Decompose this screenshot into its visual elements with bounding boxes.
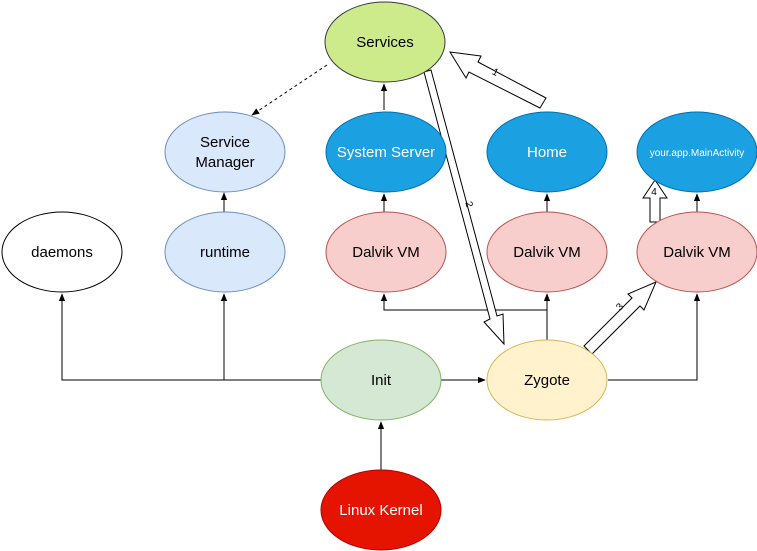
node-init: [320, 339, 442, 421]
node-service-manager: [164, 111, 286, 193]
label-dalvik-vm-3: Dalvik VM: [663, 244, 731, 261]
node-main-activity: [636, 111, 757, 193]
label-dalvik-vm-1: Dalvik VM: [352, 244, 420, 261]
step-1-label: 1: [490, 67, 500, 80]
label-service-manager-line2: Manager: [195, 154, 254, 171]
step-4-label: 4: [651, 187, 657, 198]
node-dalvik-vm-3: [636, 211, 757, 293]
node-linux-kernel: [320, 469, 442, 551]
label-services: Services: [356, 34, 414, 51]
step-2-arrow: [423, 69, 505, 346]
node-runtime: [164, 211, 286, 293]
label-init: Init: [371, 372, 392, 389]
label-runtime: runtime: [200, 244, 250, 261]
step-1-arrow: [449, 51, 547, 109]
step-2-label: 2: [462, 200, 474, 209]
edge-zygote-dalvik1: [380, 293, 548, 340]
edge-init-daemons: [58, 293, 321, 381]
label-service-manager-line1: Service: [200, 134, 250, 151]
node-system-server: [325, 111, 447, 193]
step-3-arrow: [583, 281, 657, 355]
label-linux-kernel: Linux Kernel: [339, 502, 422, 519]
label-system-server: System Server: [337, 144, 435, 161]
label-dalvik-vm-2: Dalvik VM: [513, 244, 581, 261]
node-services: [324, 1, 446, 83]
node-zygote: [486, 339, 608, 421]
node-dalvik-vm-1: [325, 211, 447, 293]
node-dalvik-vm-2: [486, 211, 608, 293]
node-daemons: [1, 211, 123, 293]
label-zygote: Zygote: [524, 372, 570, 389]
step-4-arrow: [642, 179, 668, 223]
node-home: [486, 111, 608, 193]
edge-services-servicemanager: [251, 64, 328, 116]
label-daemons: daemons: [31, 244, 93, 261]
label-home: Home: [527, 144, 567, 161]
label-main-activity: your.app.MainActivity: [650, 148, 745, 159]
edge-zygote-dalvik3: [608, 293, 701, 381]
